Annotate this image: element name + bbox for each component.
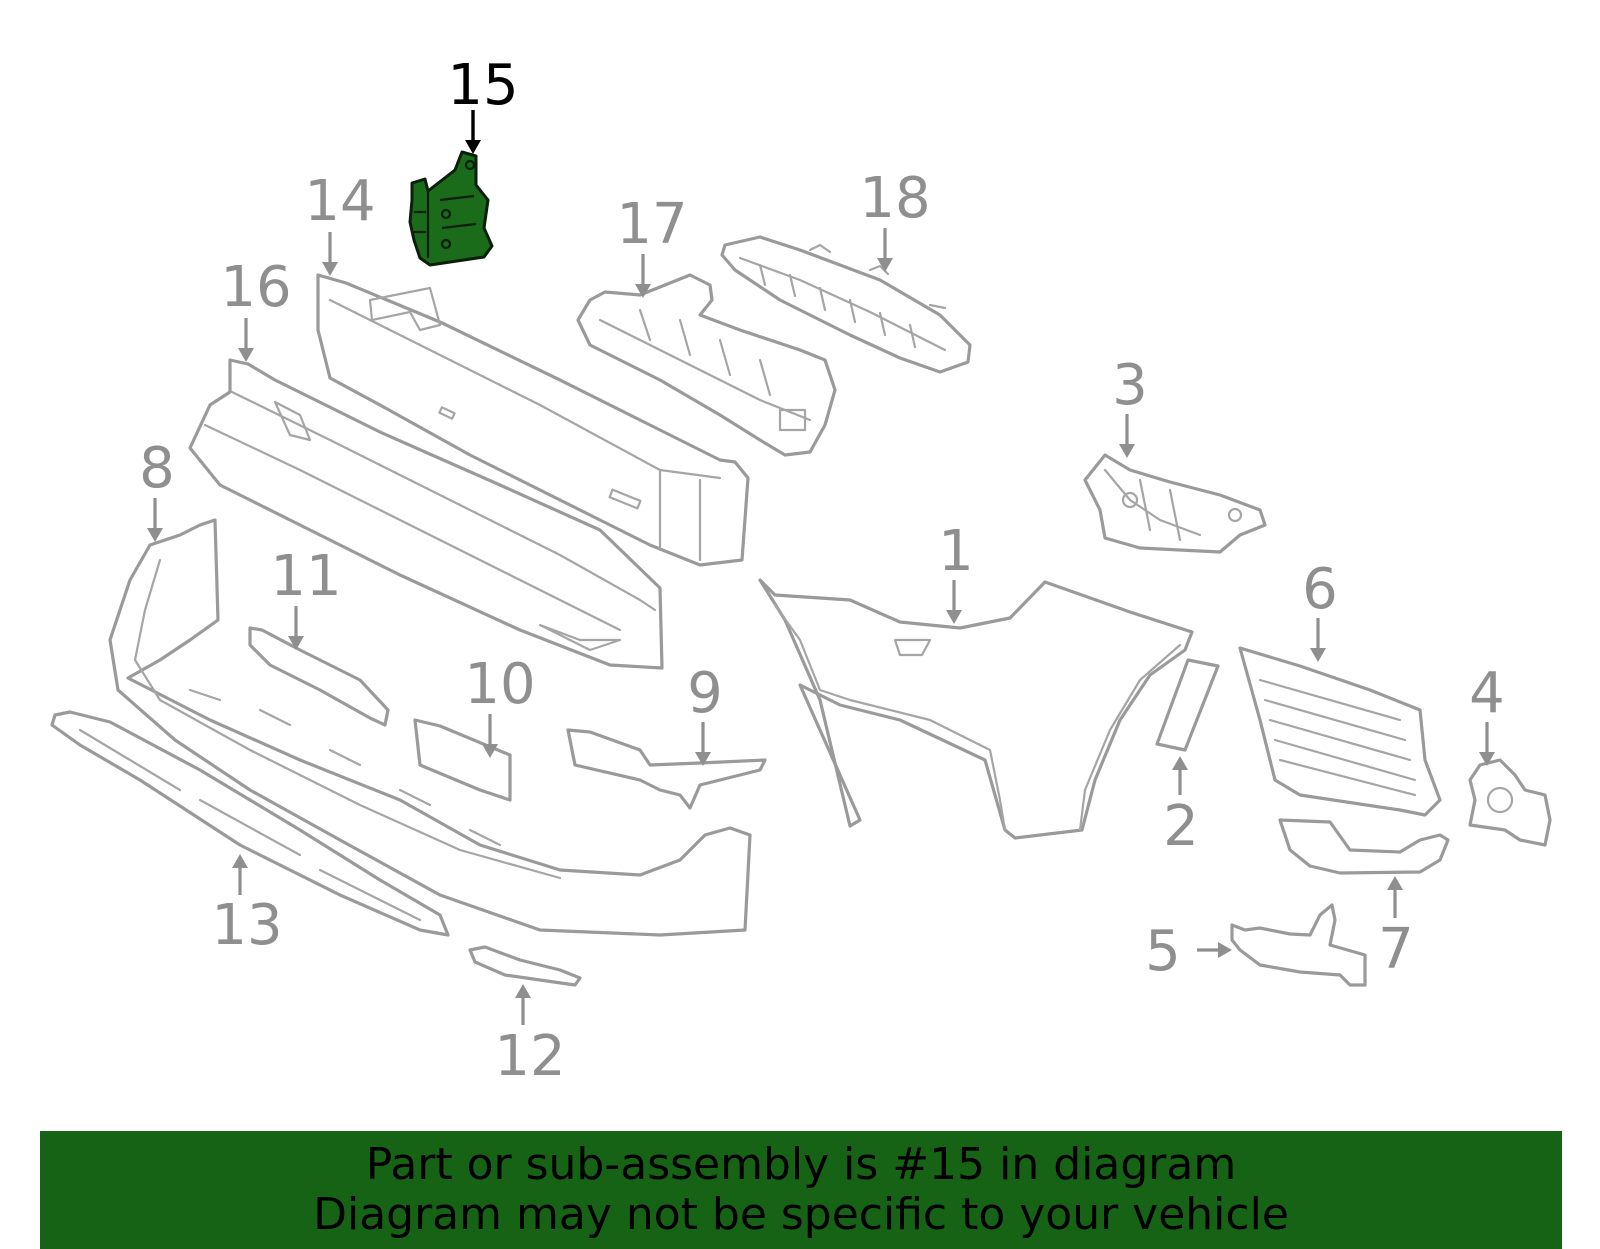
callout-12[interactable]: 12 xyxy=(494,1024,565,1089)
part-4-bracket[interactable] xyxy=(1468,758,1552,847)
callout-3[interactable]: 3 xyxy=(1112,353,1148,418)
callout-6[interactable]: 6 xyxy=(1302,557,1338,622)
part-6-grille[interactable] xyxy=(1238,646,1442,817)
callout-labels: 15 14 16 17 18 3 8 1 6 4 11 10 9 2 7 5 1… xyxy=(139,53,1505,1089)
callout-17[interactable]: 17 xyxy=(616,192,687,257)
info-banner: Part or sub-assembly is #15 in diagram D… xyxy=(40,1131,1562,1249)
callout-5[interactable]: 5 xyxy=(1145,919,1181,984)
part-16-absorber[interactable] xyxy=(188,358,664,670)
callout-9[interactable]: 9 xyxy=(687,661,723,726)
part-11-reflector[interactable] xyxy=(248,626,390,727)
callout-10[interactable]: 10 xyxy=(464,652,535,717)
part-1-bumper-cover[interactable] xyxy=(758,578,1194,840)
part-2-trim-strip[interactable] xyxy=(1155,658,1220,752)
part-10-plate-bracket[interactable] xyxy=(413,718,512,802)
callout-2[interactable]: 2 xyxy=(1163,794,1199,859)
callout-16[interactable]: 16 xyxy=(220,255,291,320)
part-7-garnish[interactable] xyxy=(1278,818,1450,875)
callout-11[interactable]: 11 xyxy=(270,544,341,609)
part-12-trim-piece[interactable] xyxy=(468,945,582,987)
part-5-support[interactable] xyxy=(1230,903,1367,987)
callout-8[interactable]: 8 xyxy=(139,436,175,501)
callout-7[interactable]: 7 xyxy=(1378,917,1414,982)
callout-1[interactable]: 1 xyxy=(938,519,974,584)
callout-14[interactable]: 14 xyxy=(304,169,375,234)
part-15-bracket[interactable] xyxy=(408,150,494,267)
part-8-lower-bumper[interactable] xyxy=(108,518,752,937)
part-17-upper-bracket[interactable] xyxy=(576,273,837,457)
part-3-side-bracket[interactable] xyxy=(1083,453,1267,554)
part-9-bracket[interactable] xyxy=(566,728,767,810)
part-18-air-guide[interactable] xyxy=(720,235,972,374)
part-13-lip-spoiler[interactable] xyxy=(50,710,450,937)
banner-line-1: Part or sub-assembly is #15 in diagram xyxy=(365,1139,1237,1190)
callout-15[interactable]: 15 xyxy=(447,53,518,118)
leader-arrows xyxy=(147,110,1495,1025)
callout-4[interactable]: 4 xyxy=(1469,661,1505,726)
callout-18[interactable]: 18 xyxy=(859,166,930,231)
banner-line-2: Diagram may not be specific to your vehi… xyxy=(313,1189,1289,1240)
callout-13[interactable]: 13 xyxy=(211,893,282,958)
part-14-reinforcement-beam[interactable] xyxy=(316,273,750,567)
